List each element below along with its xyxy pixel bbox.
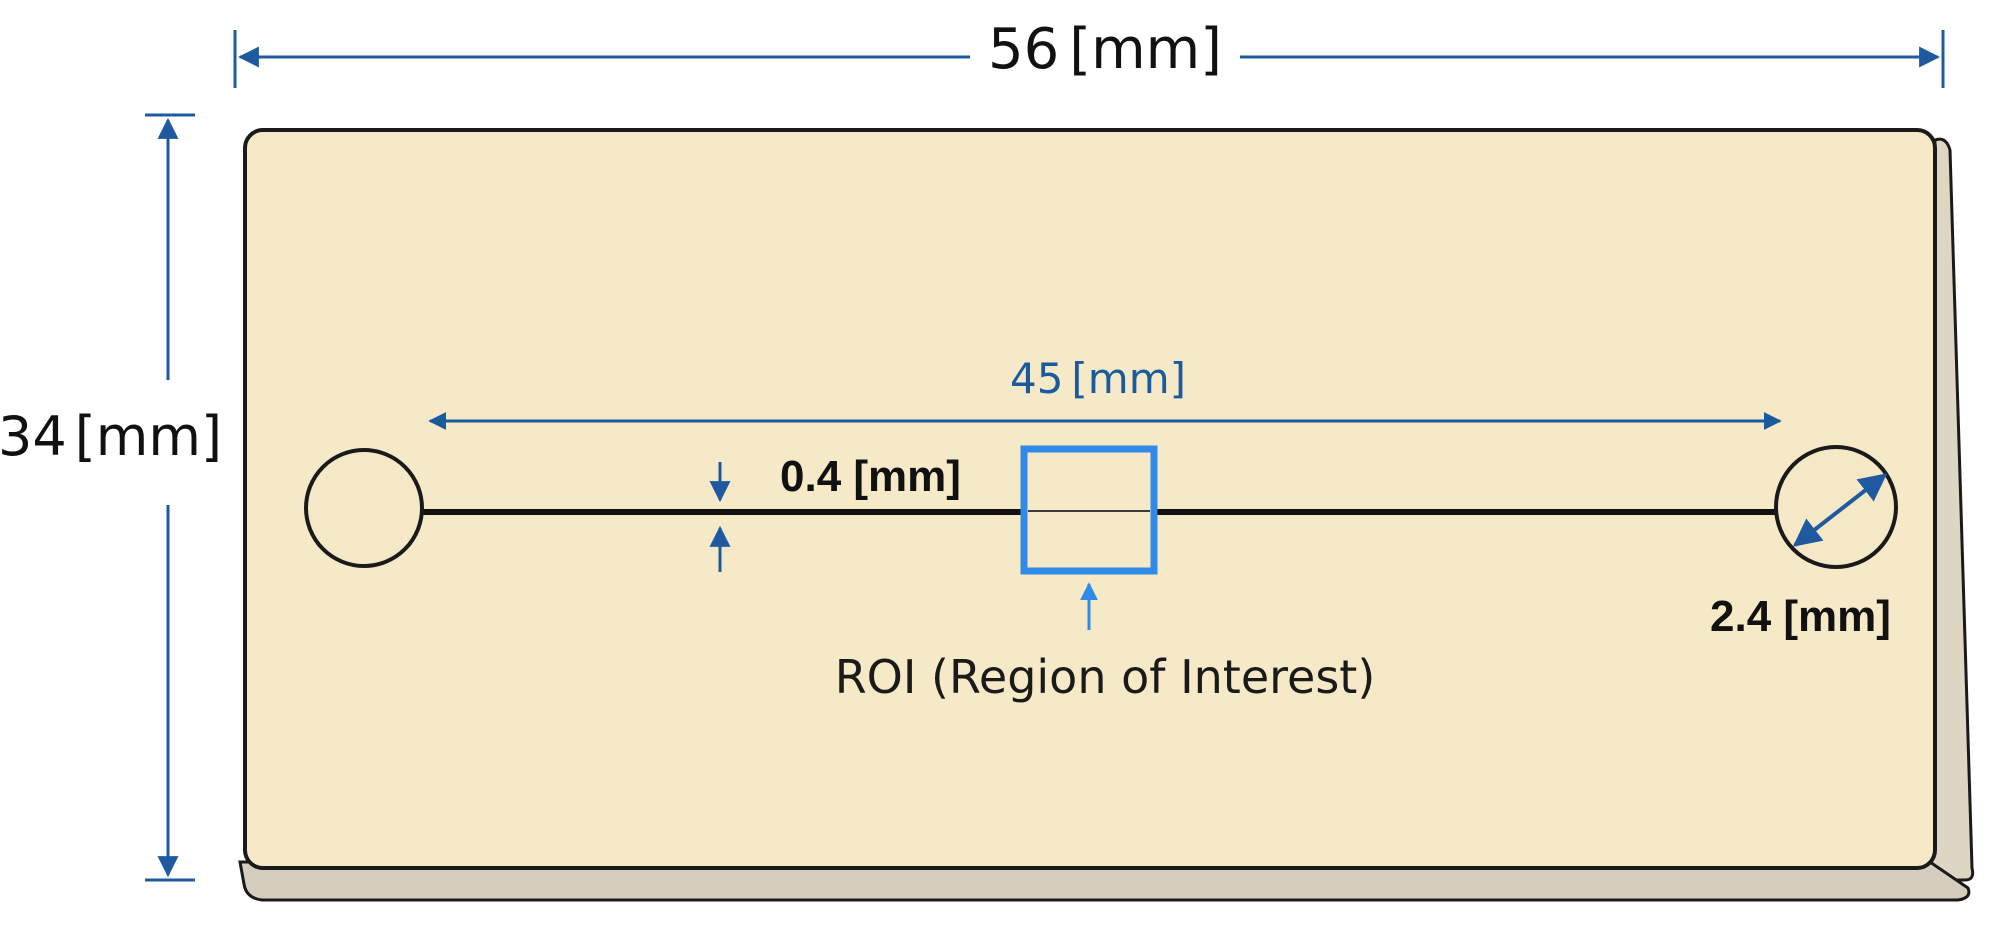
overall-width-label: 56[mm] xyxy=(988,17,1222,82)
plate-bottom-edge xyxy=(238,860,1971,902)
channel-length-value: 45 xyxy=(1010,354,1063,403)
channel-length-unit: [mm] xyxy=(1071,354,1186,403)
overall-height-unit: [mm] xyxy=(75,405,222,468)
plate-side xyxy=(244,137,1975,882)
port-diameter-arrow xyxy=(1792,473,1888,547)
overall-height-value: 34 xyxy=(0,405,67,468)
channel-width-label: 0.4 [mm] xyxy=(780,452,961,501)
overall-width-unit: [mm] xyxy=(1069,17,1222,82)
overall-width-value: 56 xyxy=(988,17,1059,82)
right-port xyxy=(1774,445,1898,569)
left-port xyxy=(304,448,424,568)
overall-height-label: 34[mm] xyxy=(0,405,222,468)
port-diameter-label: 2.4 [mm] xyxy=(1710,592,1891,641)
channel-length-label: 45[mm] xyxy=(1010,354,1186,403)
roi-label: ROI (Region of Interest) xyxy=(835,650,1376,704)
